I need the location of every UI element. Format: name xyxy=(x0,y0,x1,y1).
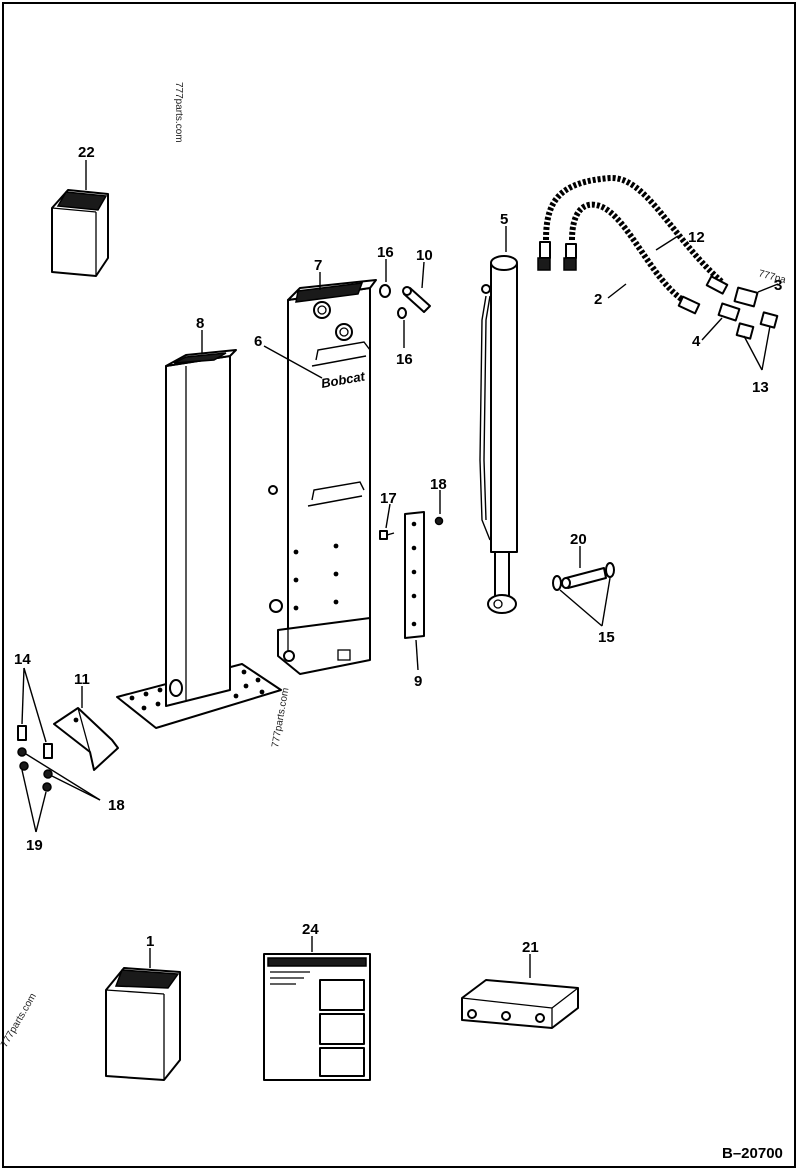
part-2-hose xyxy=(563,201,701,315)
callout-10: 10 xyxy=(416,247,433,264)
watermark-right-partial: 777pa xyxy=(757,268,787,286)
part-21-pin xyxy=(561,567,607,589)
part-23-decal-block xyxy=(51,189,109,277)
callout-8: 8 xyxy=(196,315,204,332)
callout-19: 18 xyxy=(108,797,125,814)
watermark-middle: 777parts.com xyxy=(270,687,291,749)
callout-12: 12 xyxy=(688,229,705,246)
callout-23: 22 xyxy=(78,144,95,161)
callout-3: 3 xyxy=(774,277,782,294)
part-8-stand-tube xyxy=(116,349,282,729)
callout-9: 9 xyxy=(414,673,422,690)
part-13-cap-b xyxy=(759,311,779,329)
part-20-nuts xyxy=(19,761,52,792)
part-15-ring-right xyxy=(605,562,615,578)
callout-14: 14 xyxy=(14,651,31,668)
base-plate-holes xyxy=(129,669,265,711)
watermark-top: 777parts.com xyxy=(173,82,184,143)
part-4-fitting xyxy=(717,302,741,322)
part-22-case xyxy=(461,979,579,1029)
callout-17: 17 xyxy=(380,490,397,507)
part-13-cap-a xyxy=(735,322,755,340)
part-19-washers xyxy=(17,747,53,779)
callout-7: 7 xyxy=(314,257,322,274)
part-6-outer-mast: Bobcat xyxy=(268,279,377,675)
part-14-bolts xyxy=(17,725,53,759)
part-10-pin xyxy=(402,286,431,313)
part-5-cylinder xyxy=(479,255,518,614)
part-18-nut xyxy=(434,516,444,526)
part-24-manual xyxy=(263,953,371,1081)
part-9-plate xyxy=(404,511,425,639)
callout-4: 4 xyxy=(692,333,701,350)
part-15-ring-left xyxy=(552,575,562,591)
callout-15: 15 xyxy=(598,629,615,646)
part-17-bolt xyxy=(379,530,395,540)
part-11-bracket xyxy=(53,707,119,771)
part-3-fitting xyxy=(733,286,759,308)
callout-24: 24 xyxy=(302,921,319,938)
part-1-decal-block xyxy=(105,967,181,1081)
part-16-o-ring-upper xyxy=(379,284,391,298)
callout-16-upper: 16 xyxy=(377,244,394,261)
watermark-left: 777parts.com xyxy=(0,992,39,1050)
callout-2: 2 xyxy=(594,291,602,308)
drawing-code: B–20700 xyxy=(722,1145,783,1162)
callout-1: 1 xyxy=(146,933,154,950)
callout-6: 6 xyxy=(254,333,262,350)
callout-18: 18 xyxy=(430,476,447,493)
callout-21: 20 xyxy=(570,531,587,548)
part-16-o-ring-lower xyxy=(397,307,407,319)
leader-lines xyxy=(21,160,779,978)
callout-20: 19 xyxy=(26,837,43,854)
part-12-hose xyxy=(537,174,729,295)
callout-22: 21 xyxy=(522,939,539,956)
callout-16-lower: 16 xyxy=(396,351,413,368)
callout-labels: 22 7 6 8 16 10 16 5 12 2 3 4 13 17 18 9 … xyxy=(14,144,782,956)
callout-13: 13 xyxy=(752,379,769,396)
callout-5: 5 xyxy=(500,211,508,228)
callout-11: 11 xyxy=(74,671,90,688)
